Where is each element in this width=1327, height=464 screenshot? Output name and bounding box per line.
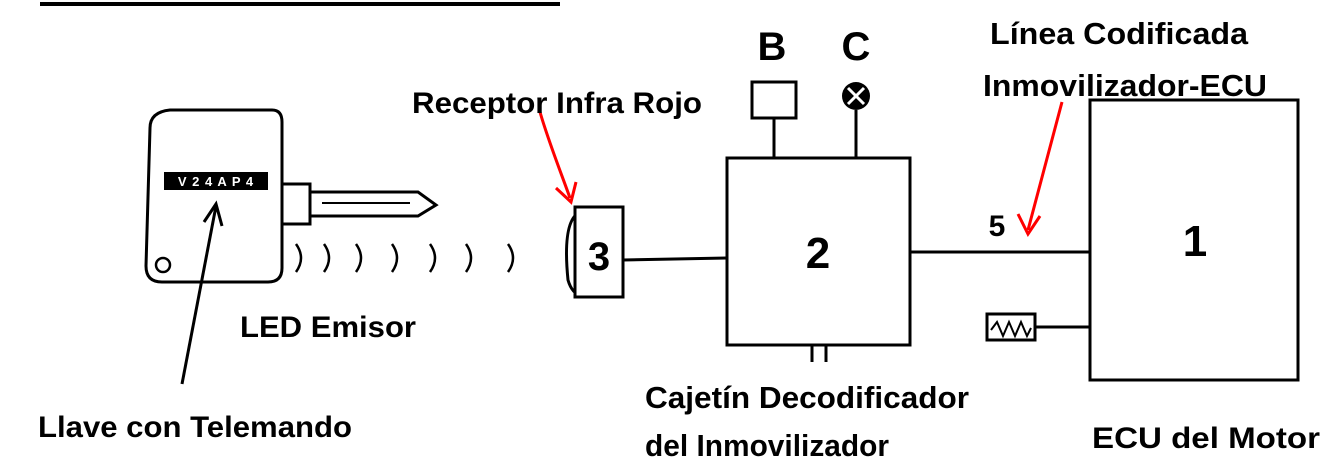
cajetin-label-line1: Cajetín Decodificador [645,380,969,415]
decoder-box: 2 [725,156,912,362]
infrared-wave-arc [428,243,437,273]
terminal-c-label: C [842,25,871,69]
line-number: 5 [989,210,1006,243]
infrared-wave-arc [464,243,473,273]
infrared-wave-arc [322,243,331,273]
terminal-b-box [750,80,798,120]
key-icon: V 2 4 A P 4 [144,108,439,284]
ecu-label: ECU del Motor [1092,422,1320,455]
terminal-c: C [842,25,871,158]
terminal-b-label: B [758,25,787,69]
receptor-pointer-arrow [538,111,578,205]
infrared-wave-arc [294,243,303,273]
ir-receiver: 3 [565,205,625,299]
llave-pointer-arrow [180,200,224,385]
linea-label-line2: Inmovilizador-ECU [983,68,1267,103]
llave-label: Llave con Telemando [38,411,352,444]
linea-pointer-arrow [1016,101,1064,237]
linea-label-line1: Línea Codificada [990,16,1249,51]
key-ring-hole [154,256,172,274]
infrared-wave-icon [294,243,515,273]
infrared-wave-arc [354,243,363,273]
infrared-wave-arc [390,243,399,273]
wire-receiver-decoder [622,256,728,262]
led-label: LED Emisor [240,311,416,344]
infrared-wave-arc [506,243,515,273]
receptor-label: Receptor Infra Rojo [412,87,702,120]
key-tag: V 2 4 A P 4 [178,174,254,189]
ecu-box: 1 [1088,98,1300,382]
receiver-number: 3 [588,235,610,279]
decoder-number: 2 [806,229,830,278]
lamp-icon [842,82,870,110]
cajetin-label-line2: del Inmovilizador [645,428,889,463]
ecu-number: 1 [1183,217,1207,266]
terminal-b: B [750,25,798,158]
resistor-icon [985,312,1090,342]
key-collar [280,182,312,226]
key-tag-plate [164,172,268,190]
